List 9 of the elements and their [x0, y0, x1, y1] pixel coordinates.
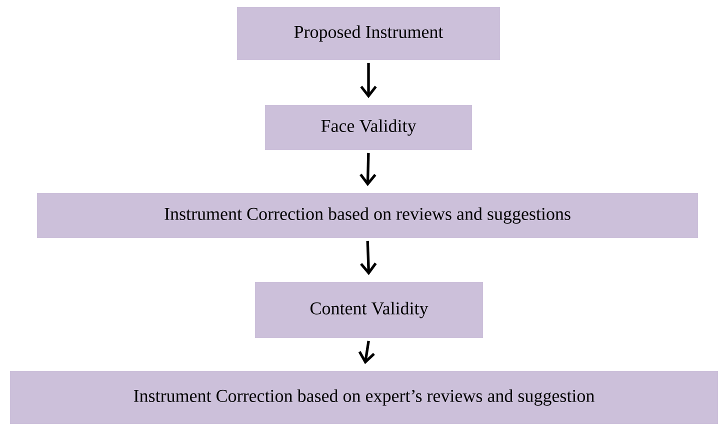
arrow [360, 62, 377, 98]
arrow [358, 340, 375, 364]
process-box: Face Validity [265, 105, 472, 150]
arrow [360, 152, 376, 186]
process-box: Proposed Instrument [237, 7, 500, 60]
process-box: Instrument Correction based on expert’s reviews and suggestion [10, 371, 718, 424]
process-box: Instrument Correction based on reviews and suggestions [37, 193, 698, 238]
arrow [360, 240, 377, 276]
process-box: Content Validity [255, 282, 483, 338]
